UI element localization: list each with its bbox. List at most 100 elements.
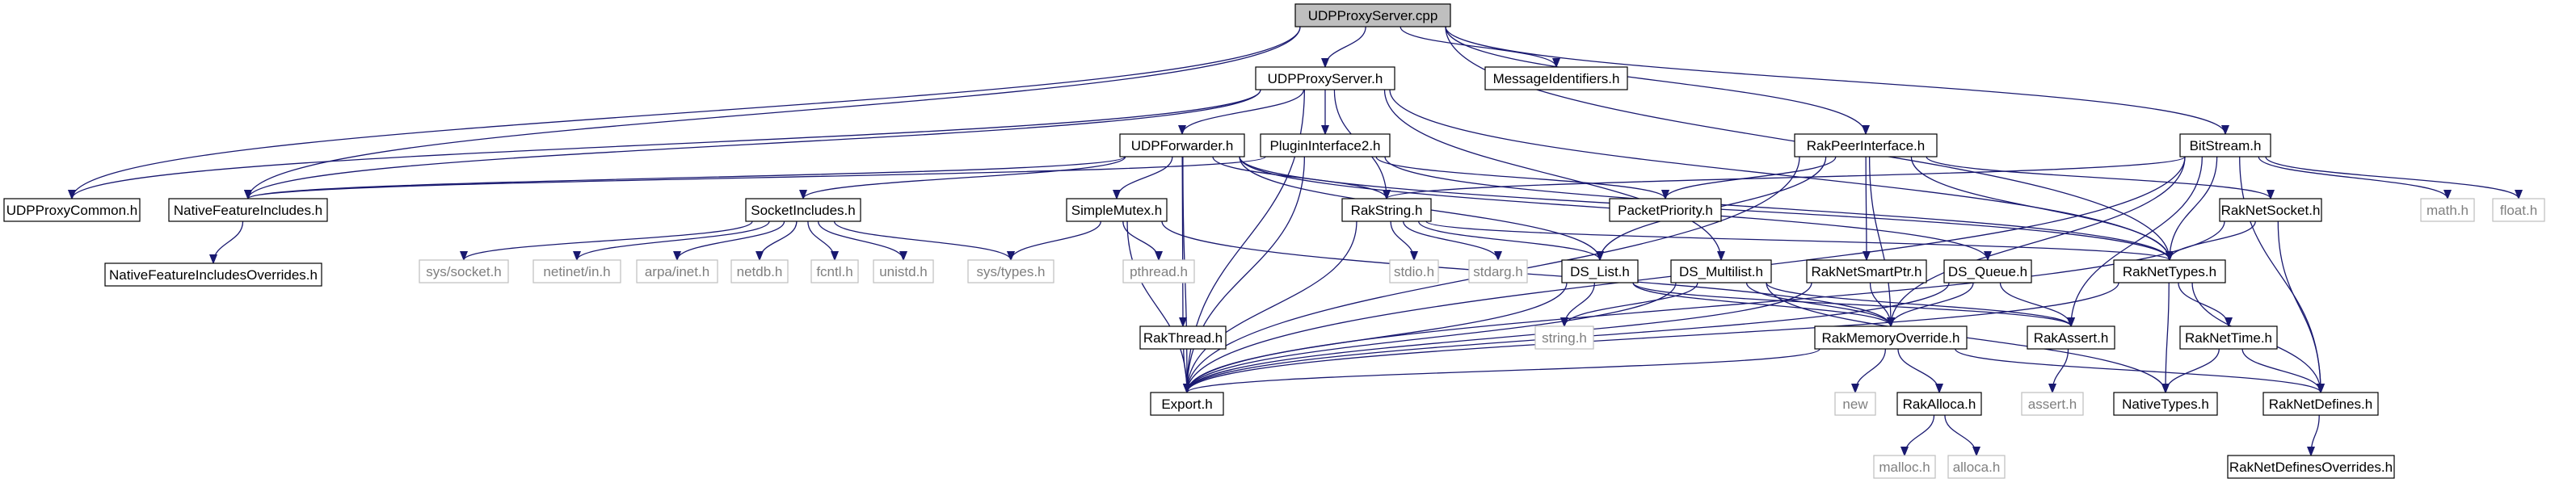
node-RakMemoryOverride_h[interactable]: RakMemoryOverride.h <box>1814 325 1968 350</box>
node-label: UDPProxyServer.h <box>1268 71 1383 86</box>
node-label: stdio.h <box>1394 264 1434 279</box>
node-RakNetSocket_h[interactable]: RakNetSocket.h <box>2219 198 2322 222</box>
node-DS_Multilist_h[interactable]: DS_Multilist.h <box>1670 259 1772 283</box>
edge-SocketIncludes_h-to-sys_types_h <box>833 220 1011 261</box>
node-box <box>1260 133 1391 157</box>
node-arpa_inet_h: arpa/inet.h <box>636 259 718 283</box>
edge-RakMemoryOverride_h-to-RakNetDefines_h <box>1955 348 2321 393</box>
node-DS_List_h[interactable]: DS_List.h <box>1561 259 1639 283</box>
node-box <box>2492 198 2545 222</box>
node-label: RakNetSmartPtr.h <box>1812 264 1922 279</box>
node-label: stdarg.h <box>1473 264 1522 279</box>
node-label: assert.h <box>2028 397 2077 412</box>
node-box <box>2179 325 2278 350</box>
node-box <box>532 259 621 283</box>
node-box <box>1947 455 2006 479</box>
node-label: pthread.h <box>1130 264 1188 279</box>
node-box <box>1139 325 1227 350</box>
node-label: RakPeerInterface.h <box>1807 138 1925 153</box>
edge-DS_Multilist_h-to-RakMemoryOverride_h <box>1745 282 1892 327</box>
node-box <box>1670 259 1772 283</box>
edge-PluginInterface2_h-to-PacketPriority_h <box>1375 156 1665 199</box>
node-label: NativeFeatureIncludes.h <box>174 203 322 218</box>
edge-PluginInterface2_h-to-RakNetTypes_h <box>1384 156 2170 260</box>
edge-PluginInterface2_h-to-NativeFeatureIncludes_h <box>248 156 1266 199</box>
edge-DS_List_h-to-RakAssert_h <box>1632 282 2071 327</box>
node-label: UDPProxyCommon.h <box>6 203 138 218</box>
node-box <box>3 198 141 222</box>
edge-BitStream_h-to-float_h <box>2265 156 2519 199</box>
edge-RakMemoryOverride_h-to-new <box>1855 348 1887 393</box>
node-NativeTypes_h[interactable]: NativeTypes.h <box>2113 392 2218 416</box>
node-box <box>636 259 718 283</box>
node-label: arpa/inet.h <box>645 264 709 279</box>
node-assert_h: assert.h <box>2021 392 2084 416</box>
node-RakNetDefinesOverrides_h[interactable]: RakNetDefinesOverrides.h <box>2227 455 2395 479</box>
node-string_h: string.h <box>1534 325 1594 350</box>
node-label: SocketIncludes.h <box>751 203 855 218</box>
edge-BitStream_h-to-math_h <box>2258 156 2448 199</box>
edge-SimpleMutex_h-to-Export_h <box>1126 220 1187 393</box>
node-MessageIdentifiers_h[interactable]: MessageIdentifiers.h <box>1484 66 1628 90</box>
node-box <box>1341 198 1432 222</box>
node-DS_Queue_h[interactable]: DS_Queue.h <box>1943 259 2032 283</box>
node-RakNetTime_h[interactable]: RakNetTime.h <box>2179 325 2278 350</box>
node-box <box>2113 392 2218 416</box>
edge-RakNetSocket_h-to-RakNetDefines_h <box>2277 220 2321 393</box>
node-SocketIncludes_h[interactable]: SocketIncludes.h <box>745 198 861 222</box>
edge-RakString_h-to-RakNetTypes_h <box>1425 220 2170 261</box>
node-box <box>1806 259 1927 283</box>
edge-UDPProxyServer_h-to-UDPProxyCommon_h <box>72 89 1261 199</box>
node-Export_h[interactable]: Export.h <box>1150 392 1224 416</box>
node-NativeFeatureIncludesOverrides_h[interactable]: NativeFeatureIncludesOverrides.h <box>104 262 322 287</box>
edge-DS_Queue_h-to-RakAssert_h <box>1999 282 2071 327</box>
edge-UDPProxyServer_cpp-to-UDPProxyCommon_h <box>72 26 1301 199</box>
node-label: Export.h <box>1161 397 1212 412</box>
node-box <box>2227 455 2395 479</box>
node-label: RakString.h <box>1351 203 1423 218</box>
node-RakThread_h[interactable]: RakThread.h <box>1139 325 1227 350</box>
node-box <box>2027 325 2115 350</box>
node-PacketPriority_h[interactable]: PacketPriority.h <box>1609 198 1722 222</box>
node-box <box>2113 259 2226 283</box>
node-UDPProxyCommon_h[interactable]: UDPProxyCommon.h <box>3 198 141 222</box>
node-SimpleMutex_h[interactable]: SimpleMutex.h <box>1066 198 1168 222</box>
node-netdb_h: netdb.h <box>730 259 789 283</box>
edge-RakString_h-to-DS_List_h <box>1417 220 1600 261</box>
node-RakNetSmartPtr_h[interactable]: RakNetSmartPtr.h <box>1806 259 1927 283</box>
edge-UDPForwarder_h-to-NativeFeatureIncludes_h <box>248 156 1126 199</box>
node-RakString_h[interactable]: RakString.h <box>1341 198 1432 222</box>
edge-RakNetTypes_h-to-Export_h <box>1187 282 2119 393</box>
node-box <box>1150 392 1224 416</box>
edge-NativeFeatureIncludes_h-to-NativeFeatureIncludesOverrides_h <box>213 220 244 264</box>
node-PluginInterface2_h[interactable]: PluginInterface2.h <box>1260 133 1391 157</box>
node-NativeFeatureIncludes_h[interactable]: NativeFeatureIncludes.h <box>168 198 328 222</box>
edge-DS_Multilist_h-to-RakAssert_h <box>1766 282 2071 327</box>
node-box <box>168 198 328 222</box>
edge-SimpleMutex_h-to-sys_types_h <box>1011 220 1101 261</box>
node-label: RakAlloca.h <box>1903 397 1976 412</box>
node-label: fcntl.h <box>816 264 852 279</box>
node-RakAssert_h[interactable]: RakAssert.h <box>2027 325 2115 350</box>
edge-SocketIncludes_h-to-netdb_h <box>760 220 798 261</box>
node-RakNetDefines_h[interactable]: RakNetDefines.h <box>2262 392 2379 416</box>
node-stdio_h: stdio.h <box>1389 259 1439 283</box>
node-box <box>730 259 789 283</box>
node-label: DS_List.h <box>1570 264 1630 279</box>
node-BitStream_h[interactable]: BitStream.h <box>2179 133 2271 157</box>
edge-BitStream_h-to-RakNetTypes_h <box>2170 156 2218 260</box>
node-pthread_h: pthread.h <box>1122 259 1195 283</box>
node-RakNetTypes_h[interactable]: RakNetTypes.h <box>2113 259 2226 283</box>
node-RakAlloca_h[interactable]: RakAlloca.h <box>1896 392 1982 416</box>
node-RakPeerInterface_h[interactable]: RakPeerInterface.h <box>1794 133 1938 157</box>
edge-UDPProxyServer_cpp-to-MessageIdentifiers_h <box>1400 26 1556 68</box>
node-UDPProxyServer_h[interactable]: UDPProxyServer.h <box>1255 66 1395 90</box>
edge-RakString_h-to-stdarg_h <box>1403 220 1498 261</box>
node-label: SimpleMutex.h <box>1071 203 1162 218</box>
node-label: sys/socket.h <box>426 264 502 279</box>
edge-RakNetDefines_h-to-RakNetDefinesOverrides_h <box>2311 414 2320 456</box>
node-UDPForwarder_h[interactable]: UDPForwarder.h <box>1119 133 1245 157</box>
edge-UDPForwarder_h-to-SocketIncludes_h <box>803 156 1126 199</box>
edge-UDPProxyServer_h-to-DS_Multilist_h <box>1383 89 1722 260</box>
node-UDPProxyServer_cpp[interactable]: UDPProxyServer.cpp <box>1294 3 1451 27</box>
